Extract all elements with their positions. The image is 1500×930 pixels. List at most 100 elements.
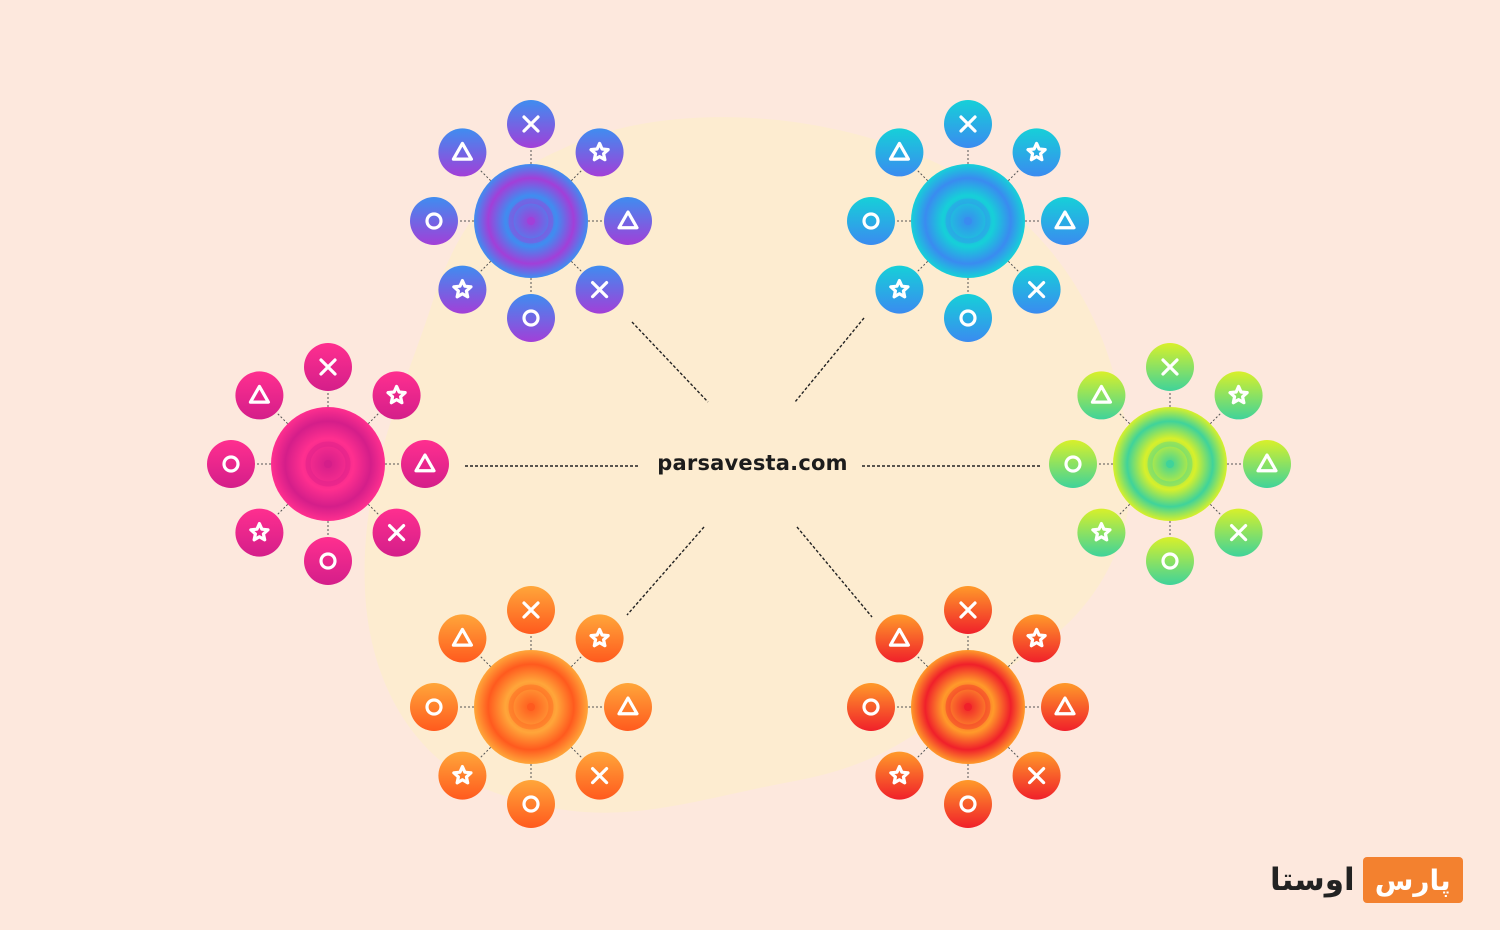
satellite-node: [438, 614, 487, 663]
satellite-node: [410, 197, 458, 245]
satellite-node: [438, 751, 487, 800]
satellite-circle: [1077, 371, 1126, 420]
satellite-node: [944, 780, 992, 828]
connector-line: [631, 321, 709, 403]
spoke-line: [1118, 412, 1131, 425]
cluster-middle-left: [207, 343, 449, 585]
star-icon: [452, 764, 473, 785]
x-icon: [522, 601, 540, 619]
satellite-node: [1049, 440, 1097, 488]
satellite-node: [410, 683, 458, 731]
spoke-line: [367, 412, 380, 425]
triangle-icon: [617, 210, 639, 230]
satellite-node: [1041, 197, 1089, 245]
hub-ring: [508, 198, 554, 244]
spoke-line: [570, 746, 583, 759]
satellite-circle: [235, 371, 284, 420]
satellite-node: [438, 265, 487, 314]
brand-logo: اوستا پارس: [1270, 856, 1463, 904]
circle-icon: [425, 212, 443, 230]
center-domain-label: parsavesta.com: [657, 451, 848, 475]
spoke-line: [1007, 169, 1020, 182]
satellite-node: [575, 751, 624, 800]
satellite-node: [875, 128, 924, 177]
satellite-circle: [875, 128, 924, 177]
x-icon: [522, 115, 540, 133]
circle-icon: [222, 455, 240, 473]
spoke-line: [1007, 746, 1020, 759]
triangle-icon: [414, 453, 436, 473]
satellite-node: [304, 537, 352, 585]
triangle-icon: [248, 384, 271, 404]
satellite-circle: [875, 751, 924, 800]
cluster-bottom-left: [410, 586, 652, 828]
satellite-circle: [438, 265, 487, 314]
satellite-circle: [1012, 128, 1061, 177]
x-icon: [590, 280, 609, 299]
satellite-node: [1041, 683, 1089, 731]
satellite-circle: [1214, 371, 1263, 420]
star-icon: [889, 278, 910, 299]
circle-icon: [1064, 455, 1082, 473]
spoke-line: [367, 503, 380, 516]
satellite-node: [507, 780, 555, 828]
star-icon: [1026, 141, 1047, 162]
circle-icon: [862, 212, 880, 230]
hub-dot: [527, 217, 535, 225]
satellite-node: [875, 751, 924, 800]
satellite-node: [875, 614, 924, 663]
spoke-line: [479, 655, 492, 668]
satellite-node: [1243, 440, 1291, 488]
satellite-node: [604, 197, 652, 245]
star-icon: [1026, 627, 1047, 648]
x-icon: [959, 115, 977, 133]
circle-icon: [862, 698, 880, 716]
triangle-icon: [617, 696, 639, 716]
clusters-layer: [207, 100, 1291, 828]
satellite-circle: [1012, 614, 1061, 663]
x-icon: [1027, 766, 1046, 785]
x-icon: [1229, 523, 1248, 542]
x-icon: [590, 766, 609, 785]
circle-icon: [522, 795, 540, 813]
connector-line: [626, 526, 705, 616]
spoke-line: [916, 169, 929, 182]
triangle-icon: [1090, 384, 1113, 404]
satellite-circle: [372, 371, 421, 420]
satellite-circle: [438, 614, 487, 663]
star-icon: [589, 627, 610, 648]
circle-icon: [522, 309, 540, 327]
spoke-line: [570, 169, 583, 182]
connector-line: [796, 526, 873, 618]
triangle-icon: [888, 141, 911, 161]
satellite-node: [1012, 128, 1061, 177]
circle-icon: [1161, 552, 1179, 570]
satellite-circle: [1243, 440, 1291, 488]
satellite-circle: [438, 128, 487, 177]
satellite-node: [304, 343, 352, 391]
spoke-line: [1209, 503, 1222, 516]
hub-dot: [964, 703, 972, 711]
satellite-circle: [235, 508, 284, 557]
spoke-line: [1007, 260, 1020, 273]
triangle-icon: [451, 141, 474, 161]
satellite-node: [1146, 537, 1194, 585]
x-icon: [1027, 280, 1046, 299]
satellite-node: [507, 294, 555, 342]
satellite-circle: [847, 683, 895, 731]
circle-icon: [959, 309, 977, 327]
hub-dot: [527, 703, 535, 711]
satellite-node: [875, 265, 924, 314]
satellite-node: [372, 508, 421, 557]
connector-line: [794, 317, 865, 403]
satellite-node: [1214, 371, 1263, 420]
satellite-node: [1077, 371, 1126, 420]
satellite-circle: [401, 440, 449, 488]
spoke-line: [916, 260, 929, 273]
triangle-icon: [1256, 453, 1278, 473]
satellite-node: [438, 128, 487, 177]
hub-ring: [508, 684, 554, 730]
satellite-node: [372, 371, 421, 420]
satellite-node: [575, 614, 624, 663]
